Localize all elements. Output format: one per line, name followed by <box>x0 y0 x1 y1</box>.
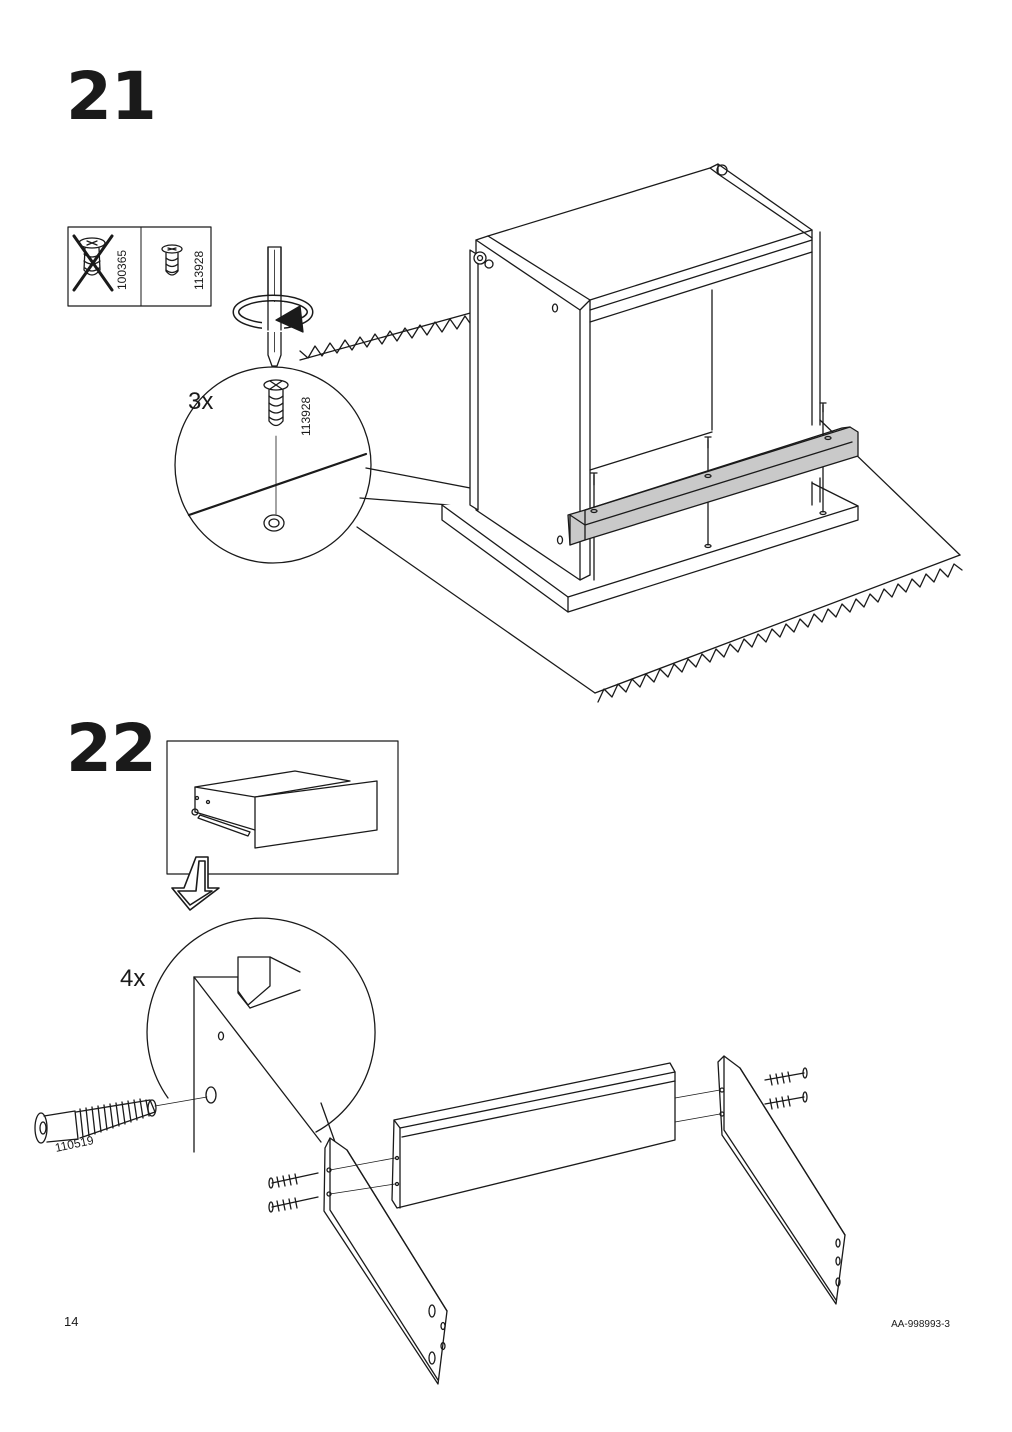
document-code: AA-998993-3 <box>891 1319 950 1330</box>
rotate-clockwise-icon <box>232 246 314 333</box>
screw-icon <box>263 379 289 427</box>
drawer-reference-box <box>166 740 399 875</box>
detail-quantity-step-22: 4x <box>120 965 145 992</box>
left-screws <box>268 1172 319 1213</box>
cam-screw-icon <box>161 244 183 276</box>
page-number: 14 <box>64 1314 79 1329</box>
fittings-accepted-part-number: 113928 <box>192 251 206 290</box>
drawer-icon <box>191 770 378 849</box>
right-side-panel <box>717 1055 846 1305</box>
step-22-number: 22 <box>66 710 157 787</box>
floor-rug <box>299 311 963 703</box>
right-screws <box>764 1067 808 1110</box>
dowel-screw-icon <box>34 1098 157 1144</box>
detail-quantity-step-21: 3x <box>188 388 213 415</box>
detail-circle-step-21 <box>174 366 372 564</box>
detail-circle-step-22 <box>146 917 376 1153</box>
dowel-part-number: 110519 <box>54 1133 96 1155</box>
arrow-down-icon <box>171 856 220 911</box>
drawer-front-panel <box>391 1062 676 1209</box>
fittings-rejected-part-number: 100365 <box>115 250 129 290</box>
rejected-screw-icon <box>78 237 106 276</box>
no-cross-icon <box>72 234 114 292</box>
front-rail <box>567 426 859 546</box>
detail-part-number-step-21: 113928 <box>299 397 313 436</box>
cabinet <box>441 163 859 613</box>
step-21-number: 21 <box>66 58 157 135</box>
fittings-box <box>67 226 212 307</box>
left-side-panel <box>323 1137 448 1385</box>
